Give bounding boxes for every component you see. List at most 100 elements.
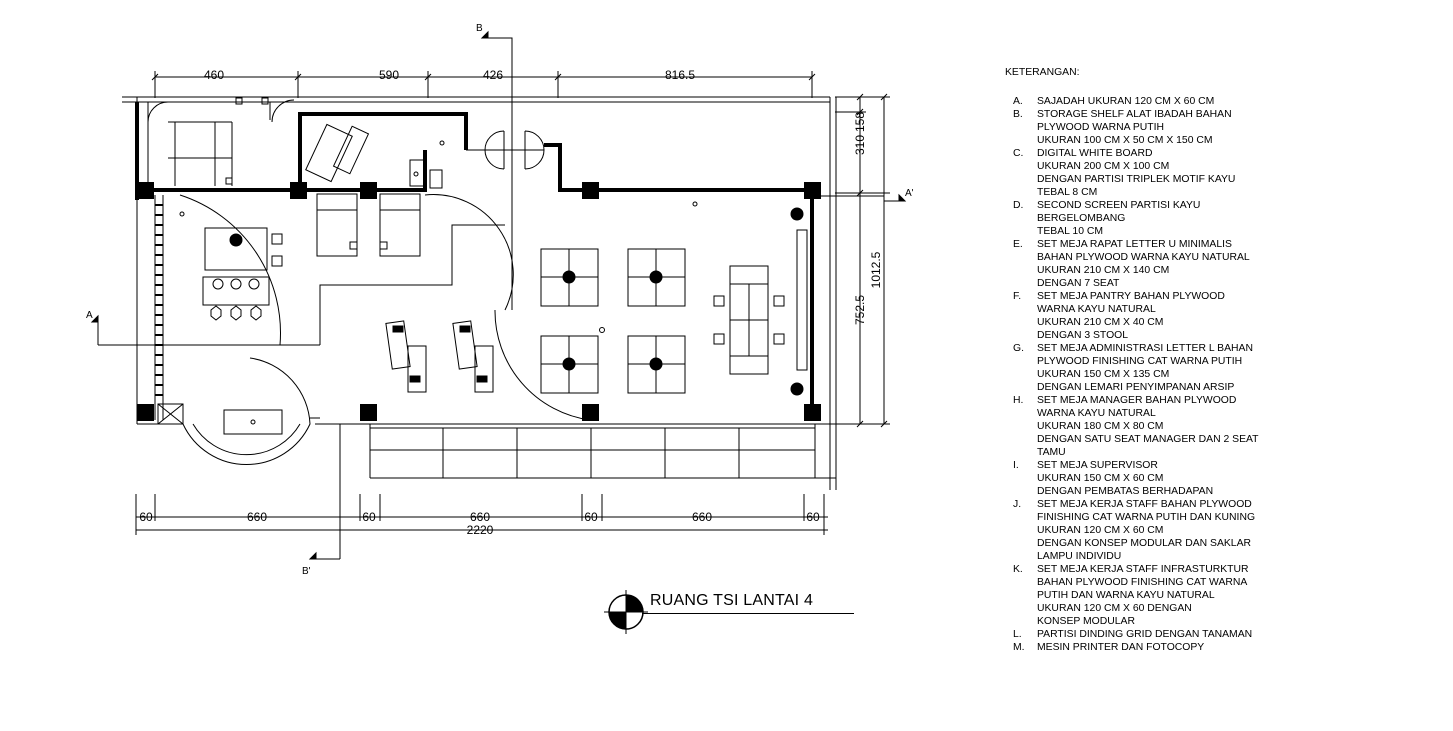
legend-item-line: DIGITAL WHITE BOARD: [1037, 148, 1153, 159]
legend-item-letter: E.: [1013, 239, 1023, 250]
legend-item-line: DENGAN 7 SEAT: [1037, 278, 1120, 289]
legend-item-line: TEBAL 8 CM: [1037, 187, 1098, 198]
legend-item-line: BERGELOMBANG: [1037, 213, 1126, 224]
legend-item-line: BAHAN PLYWOOD FINISHING CAT WARNA: [1037, 577, 1248, 588]
legend-item-line: BAHAN PLYWOOD WARNA KAYU NATURAL: [1037, 252, 1250, 263]
legend-item-letter: B.: [1013, 109, 1023, 120]
drawing-title-block: RUANG TSI LANTAI 4: [598, 582, 858, 634]
section-label-a-left: A: [86, 310, 93, 321]
right-dimension-line: [835, 93, 890, 428]
legend-item-letter: C.: [1013, 148, 1024, 159]
legend-item: K. SET MEJA KERJA STAFF INFRASTURKTUR BAHA…: [1005, 563, 1305, 628]
legend-item-line: SET MEJA PANTRY BAHAN PLYWOOD: [1037, 291, 1225, 302]
dim-bottom-6: 660: [692, 510, 712, 524]
legend-item-line: PLYWOOD FINISHING CAT WARNA PUTIH: [1037, 356, 1243, 367]
section-line-b: [308, 30, 513, 560]
meeting-room: [154, 194, 283, 420]
legend-item-letter: M.: [1013, 642, 1025, 653]
section-label-b-bottom: B': [302, 566, 311, 577]
legend-item-line: UKURAN 100 CM X 50 CM X 150 CM: [1037, 135, 1213, 146]
section-label-b-top: B: [476, 23, 483, 34]
legend-item-line: UKURAN 180 CM X 80 CM: [1037, 421, 1164, 432]
legend-item-line: DENGAN LEMARI PENYIMPANAN ARSIP: [1037, 382, 1235, 393]
legend-item-line: STORAGE SHELF ALAT IBADAH BAHAN: [1037, 109, 1232, 120]
legend-item-line: WARNA KAYU NATURAL: [1037, 304, 1156, 315]
legend-item-letter: L.: [1013, 629, 1022, 640]
thick-walls: [135, 102, 814, 420]
legend-list: A. SAJADAH UKURAN 120 CM X 60 CM B. STORAGE…: [1005, 95, 1305, 654]
legend-item-line: UKURAN 150 CM X 60 CM: [1037, 473, 1164, 484]
legend-item-line: DENGAN KONSEP MODULAR DAN SAKLAR: [1037, 538, 1252, 549]
dim-bottom-5: 60: [584, 510, 598, 524]
dim-right-lower: 752.5: [853, 295, 867, 325]
legend-item-line: UKURAN 120 CM X 60 DENGAN: [1037, 603, 1192, 614]
legend-item-text: SET MEJA PANTRY BAHAN PLYWOOD WARNA KAYU …: [1037, 290, 1225, 342]
legend-item-line: PUTIH DAN WARNA KAYU NATURAL: [1037, 590, 1215, 601]
legend-item-text: SET MEJA MANAGER BAHAN PLYWOOD WARNA KAYU…: [1037, 394, 1259, 459]
legend-item-line: SET MEJA ADMINISTRASI LETTER L BAHAN: [1037, 343, 1253, 354]
title-underline: [642, 613, 854, 614]
legend-item-letter: I.: [1013, 460, 1019, 471]
dim-bottom-total: 2220: [467, 523, 494, 537]
legend-item-text: SET MEJA KERJA STAFF INFRASTURKTUR BAHAN …: [1037, 563, 1249, 628]
supervisor-desks: [385, 320, 494, 393]
legend-item-line: WARNA KAYU NATURAL: [1037, 408, 1156, 419]
legend-item-letter: K.: [1013, 564, 1023, 575]
legend-item-line: SET MEJA RAPAT LETTER U MINIMALIS: [1037, 239, 1232, 250]
dim-right-total: 1012.5: [869, 251, 883, 288]
dim-top-3: 426: [483, 68, 503, 82]
prayer-room: [147, 97, 295, 188]
legend-item-letter: D.: [1013, 200, 1024, 211]
legend-item-line: TEBAL 10 CM: [1037, 226, 1104, 237]
legend-panel: KETERANGAN: A. SAJADAH UKURAN 120 CM X 60…: [1005, 66, 1305, 654]
legend-item-line: UKURAN 210 CM X 40 CM: [1037, 317, 1164, 328]
legend-item-text: MESIN PRINTER DAN FOTOCOPY: [1037, 641, 1204, 654]
dim-top-2: 590: [379, 68, 399, 82]
section-marker-icon: [604, 590, 648, 634]
legend-item-line: UKURAN 150 CM X 135 CM: [1037, 369, 1170, 380]
legend-item-line: PARTISI DINDING GRID DENGAN TANAMAN: [1037, 629, 1253, 640]
legend-item-text: SET MEJA ADMINISTRASI LETTER L BAHAN PLYW…: [1037, 342, 1253, 394]
legend-item: B. STORAGE SHELF ALAT IBADAH BAHAN PLYWOOD…: [1005, 108, 1305, 147]
dim-top-1: 460: [204, 68, 224, 82]
legend-item-line: SET MEJA SUPERVISOR: [1037, 460, 1158, 471]
legend-item-text: PARTISI DINDING GRID DENGAN TANAMAN: [1037, 628, 1252, 641]
legend-item: M. MESIN PRINTER DAN FOTOCOPY: [1005, 641, 1305, 654]
dim-bottom-4: 660: [470, 510, 490, 524]
legend-item-text: SET MEJA RAPAT LETTER U MINIMALIS BAHAN P…: [1037, 238, 1250, 290]
staff-workstations: [540, 201, 698, 394]
legend-item: E. SET MEJA RAPAT LETTER U MINIMALIS BAHAN…: [1005, 238, 1305, 290]
legend-item: L. PARTISI DINDING GRID DENGAN TANAMAN: [1005, 628, 1305, 641]
legend-item-line: FINISHING CAT WARNA PUTIH DAN KUNING: [1037, 512, 1256, 523]
legend-item-line: DENGAN SATU SEAT MANAGER DAN 2 SEAT: [1037, 434, 1259, 445]
legend-item-line: DENGAN PEMBATAS BERHADAPAN: [1037, 486, 1214, 497]
legend-item-letter: J.: [1013, 499, 1022, 510]
dim-bottom-7: 60: [806, 510, 820, 524]
structural-columns: [137, 182, 821, 421]
legend-item-line: SET MEJA MANAGER BAHAN PLYWOOD: [1037, 395, 1237, 406]
bottom-dimension-line: [135, 494, 828, 535]
legend-item: H. SET MEJA MANAGER BAHAN PLYWOOD WARNA KA…: [1005, 394, 1305, 459]
legend-title: KETERANGAN:: [1005, 67, 1080, 78]
legend-item-text: STORAGE SHELF ALAT IBADAH BAHAN PLYWOOD W…: [1037, 108, 1232, 147]
legend-item-line: UKURAN 200 CM X 100 CM: [1037, 161, 1170, 172]
legend-item-line: SET MEJA KERJA STAFF INFRASTURKTUR: [1037, 564, 1249, 575]
legend-item-text: SAJADAH UKURAN 120 CM X 60 CM: [1037, 95, 1214, 108]
legend-item-line: KONSEP MODULAR: [1037, 616, 1135, 627]
legend-item-line: UKURAN 120 CM X 60 CM: [1037, 525, 1164, 536]
dim-top-4: 816.5: [665, 68, 695, 82]
legend-item-letter: A.: [1013, 96, 1023, 107]
legend-item: A. SAJADAH UKURAN 120 CM X 60 CM: [1005, 95, 1305, 108]
dim-bottom-2: 660: [247, 510, 267, 524]
infrastructure-desk: [713, 207, 808, 396]
legend-item-letter: H.: [1013, 395, 1024, 406]
legend-item-line: DENGAN 3 STOOL: [1037, 330, 1129, 341]
legend-item-text: SET MEJA SUPERVISOR UKURAN 150 CM X 60 CM…: [1037, 459, 1213, 498]
top-dimension-line: [151, 71, 816, 98]
legend-item-line: PLYWOOD WARNA PUTIH: [1037, 122, 1165, 133]
